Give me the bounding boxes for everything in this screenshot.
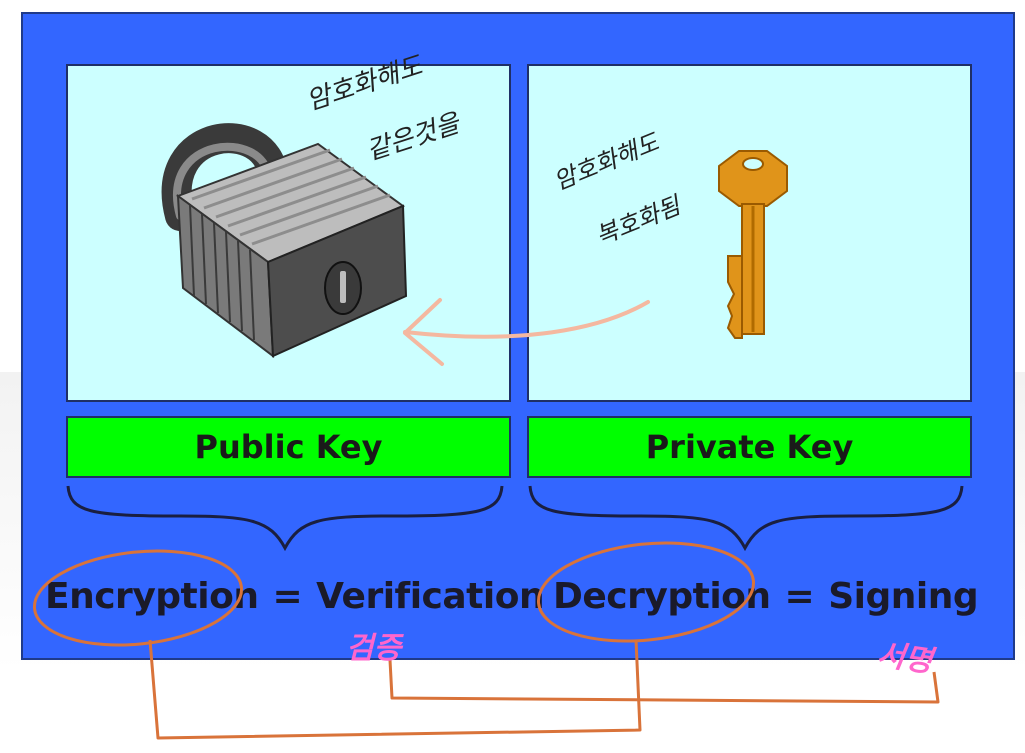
lock-note-line1: 암호화해도 (303, 51, 427, 117)
private-key-brace (528, 485, 964, 552)
encryption-decryption-connector (148, 639, 642, 740)
private-key-label: Private Key (527, 416, 972, 478)
key-note-line1: 암호화해도 (550, 128, 664, 196)
verification-term: Verification (316, 576, 545, 617)
arrow-head-icon (403, 298, 444, 366)
key-icon (718, 150, 788, 339)
encryption-circle (32, 549, 244, 647)
signing-term: Signing (828, 576, 979, 617)
public-key-brace (66, 485, 504, 552)
private-key-formula: Decryption=Signing (553, 576, 979, 617)
equals-sign: = (272, 576, 303, 617)
verify-note: 검증 (346, 631, 405, 666)
decryption-circle (536, 541, 756, 643)
verification-signing-connector (388, 659, 940, 704)
arrow-line (403, 300, 650, 339)
padlock-icon (161, 123, 408, 359)
public-key-label: Public Key (66, 416, 511, 478)
key-note-line2: 복호화됨 (592, 191, 686, 251)
sign-note: 서명 (875, 637, 938, 680)
encryption-term: Encryption (45, 576, 259, 617)
equals-sign: = (784, 576, 815, 617)
lock-note-line2: 같은것을 (363, 108, 465, 167)
private-key-panel (527, 64, 972, 402)
public-key-panel (66, 64, 511, 402)
public-key-formula: Encryption = Verification (45, 576, 545, 617)
